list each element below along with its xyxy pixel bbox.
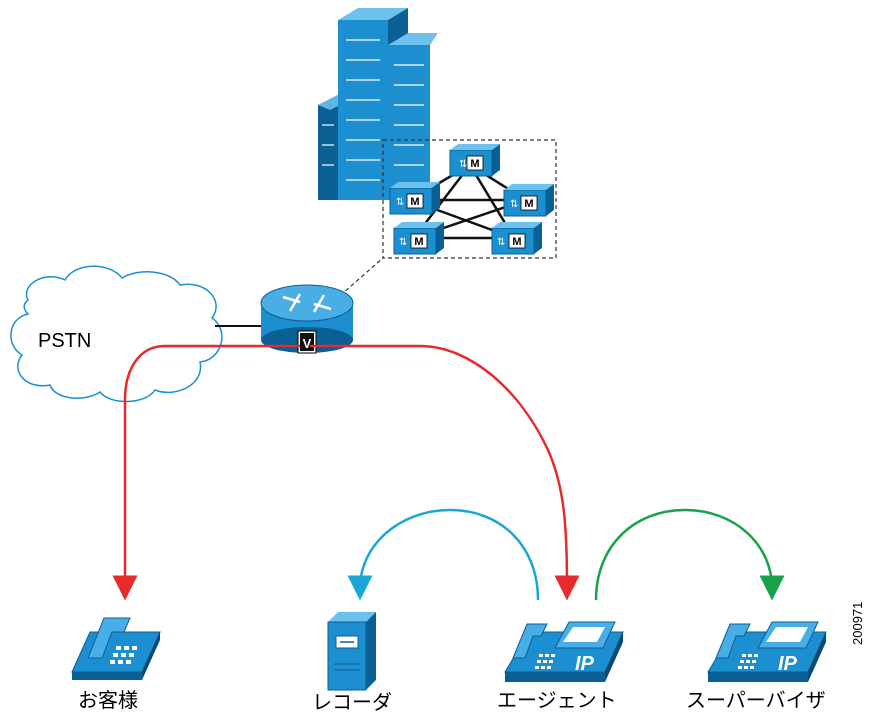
call-manager-bottom-left: M ⇅ bbox=[393, 222, 444, 255]
svg-text:V: V bbox=[303, 336, 312, 351]
call-manager-right: M ⇅ bbox=[503, 184, 554, 217]
svg-text:IP: IP bbox=[778, 653, 798, 675]
svg-text:⇅: ⇅ bbox=[399, 237, 407, 248]
call-manager-bottom-right: M ⇅ bbox=[491, 222, 542, 255]
customer-phone-icon bbox=[71, 617, 161, 680]
pstn-label: PSTN bbox=[38, 330, 92, 352]
svg-text:IP: IP bbox=[575, 653, 595, 675]
svg-text:⇅: ⇅ bbox=[497, 237, 505, 248]
svg-text:M: M bbox=[512, 236, 521, 248]
recording-path bbox=[347, 508, 540, 601]
agent-label: エージェント bbox=[497, 688, 617, 712]
building-icon bbox=[318, 8, 438, 200]
call-manager-left: M ⇅ bbox=[389, 182, 440, 215]
call-manager-top: M ⇅ bbox=[449, 144, 500, 177]
svg-text:M: M bbox=[470, 158, 479, 170]
recorder-server-icon bbox=[327, 612, 376, 691]
supervisor-label: スーパーバイザ bbox=[686, 688, 826, 712]
call-path-to-customer bbox=[112, 344, 300, 601]
svg-text:⇅: ⇅ bbox=[459, 159, 467, 170]
call-path-to-agent bbox=[310, 344, 580, 601]
voice-gateway-router-icon: V bbox=[260, 284, 354, 354]
cluster-boundary bbox=[382, 139, 557, 259]
customer-label: お客様 bbox=[78, 688, 138, 712]
supervisor-path bbox=[594, 508, 785, 601]
supervisor-ip-phone-icon: IP bbox=[707, 621, 827, 682]
svg-text:M: M bbox=[414, 236, 423, 248]
svg-text:M: M bbox=[410, 196, 419, 208]
pstn-cloud-icon bbox=[10, 265, 223, 403]
agent-ip-phone-icon: IP bbox=[504, 621, 624, 682]
svg-text:M: M bbox=[524, 198, 533, 210]
figure-id: 200971 bbox=[850, 601, 865, 645]
recorder-label: レコーダ bbox=[312, 690, 392, 714]
svg-text:⇅: ⇅ bbox=[396, 197, 404, 208]
svg-text:⇅: ⇅ bbox=[510, 199, 518, 210]
